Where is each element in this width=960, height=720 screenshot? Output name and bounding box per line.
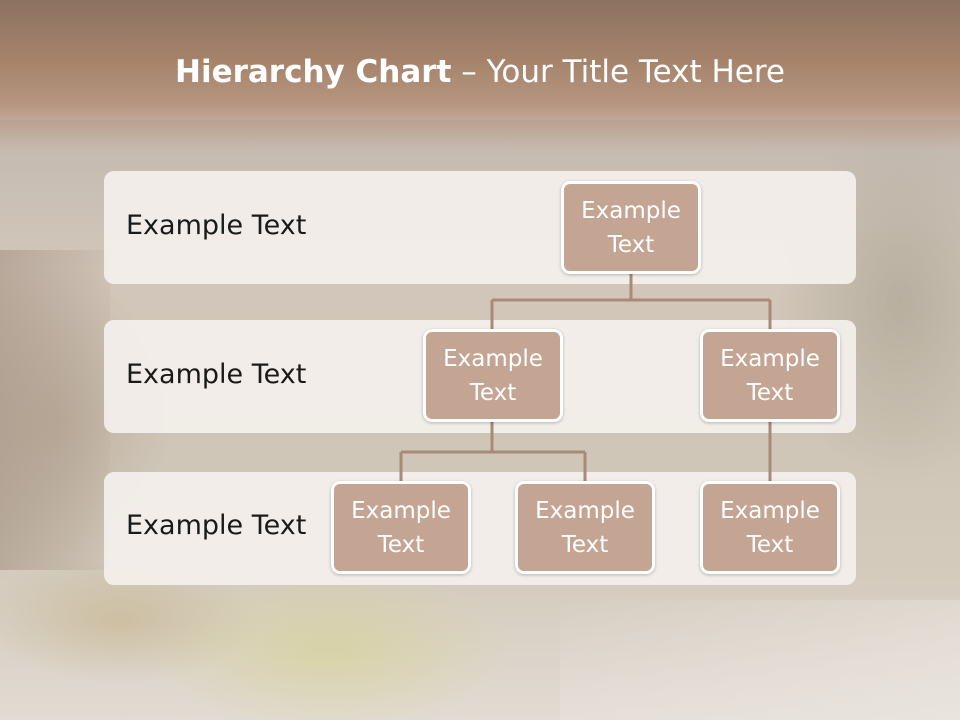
slide-title: Hierarchy Chart – Your Title Text Here: [0, 54, 960, 90]
level-label-3: Example Text: [126, 510, 307, 541]
level-label-2: Example Text: [126, 359, 307, 390]
level-band-1: [104, 171, 856, 284]
node-level3-b[interactable]: Example Text: [515, 481, 655, 574]
background-wall: [0, 250, 110, 570]
node-root[interactable]: Example Text: [561, 181, 701, 274]
background-path: [560, 600, 960, 720]
node-level2-right[interactable]: Example Text: [700, 329, 840, 422]
title-bar: [0, 0, 960, 150]
node-level2-left[interactable]: Example Text: [423, 329, 563, 422]
node-level3-c[interactable]: Example Text: [700, 481, 840, 574]
title-rest: – Your Title Text Here: [451, 54, 785, 90]
title-bold: Hierarchy Chart: [175, 54, 452, 90]
level-label-1: Example Text: [126, 210, 307, 241]
node-level3-a[interactable]: Example Text: [331, 481, 471, 574]
